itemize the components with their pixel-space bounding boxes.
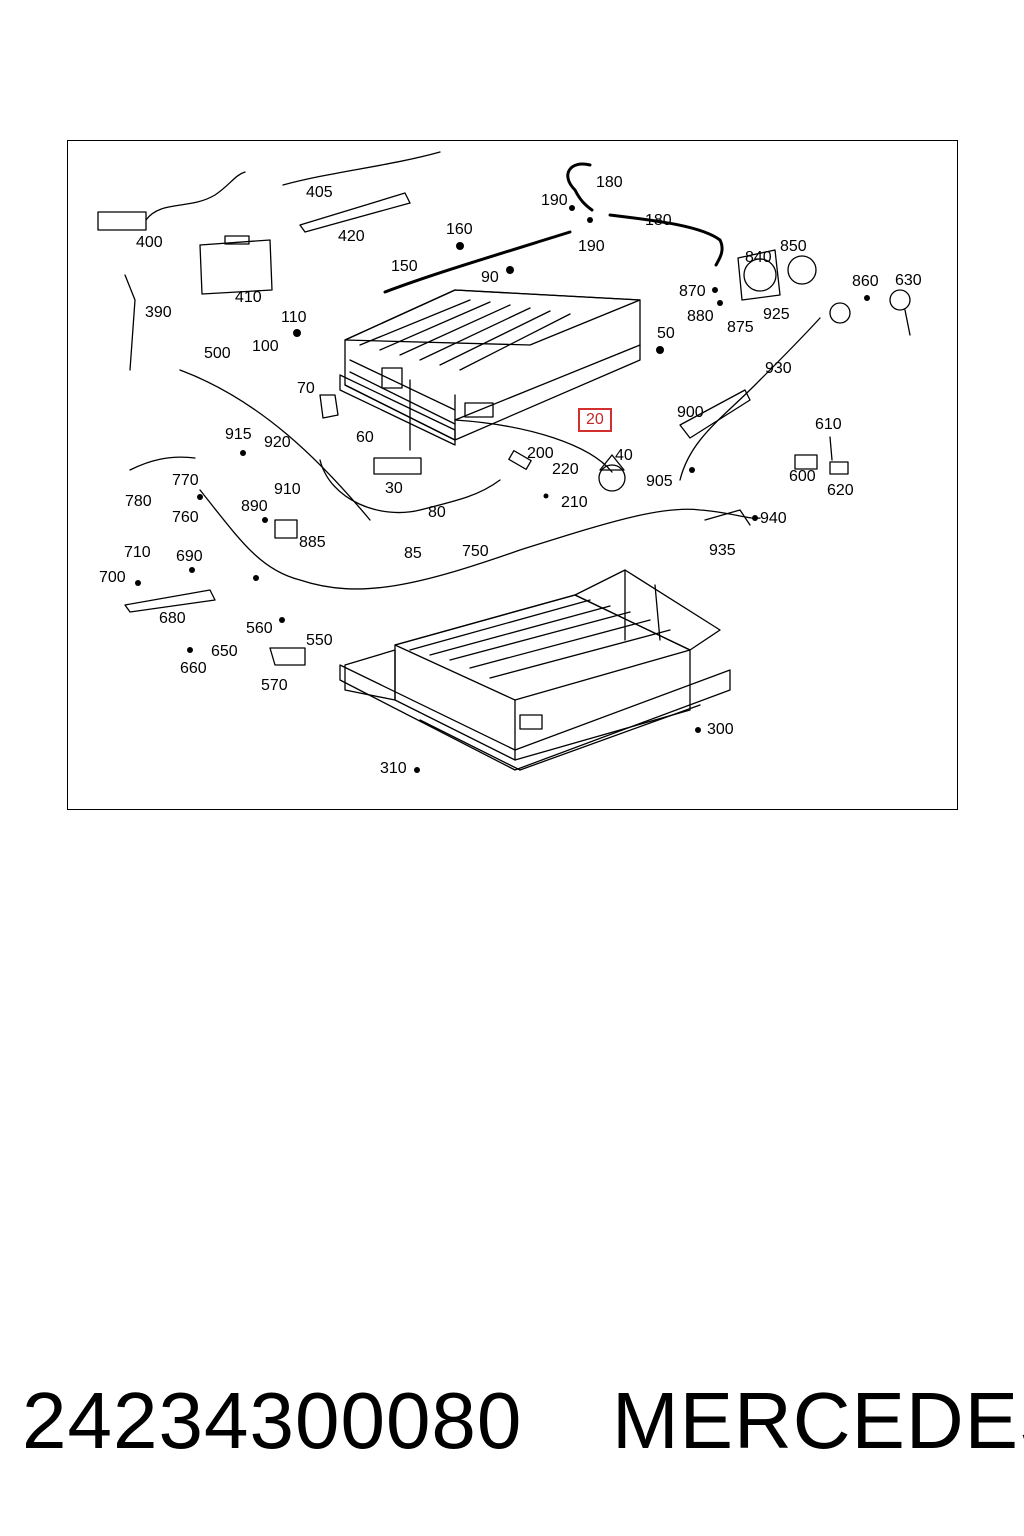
callout-660: 660 (180, 660, 207, 677)
callout-50: 50 (657, 325, 675, 342)
callout-85: 85 (404, 545, 422, 562)
callout-180a: 180 (596, 174, 623, 191)
callout-210: 210 (561, 494, 588, 511)
callout-910: 910 (274, 481, 301, 498)
callout-400: 400 (136, 234, 163, 251)
callout-160: 160 (446, 221, 473, 238)
callout-560: 560 (246, 620, 273, 637)
harness-905 (679, 317, 821, 481)
hose-150 (383, 230, 572, 294)
callout-875: 875 (727, 319, 754, 336)
callout-500: 500 (204, 345, 231, 362)
callout-90: 90 (481, 269, 499, 286)
callout-760: 760 (172, 509, 199, 526)
callout-310: 310 (380, 760, 407, 777)
callout-20-highlighted: 20 (578, 408, 612, 432)
callout-700: 700 (99, 569, 126, 586)
callout-550: 550 (306, 632, 333, 649)
callout-885: 885 (299, 534, 326, 551)
callout-390: 390 (145, 304, 172, 321)
callout-610: 610 (815, 416, 842, 433)
callout-150: 150 (391, 258, 418, 275)
callout-900: 900 (677, 404, 704, 421)
callout-925: 925 (763, 306, 790, 323)
callout-220: 220 (552, 461, 579, 478)
callout-750: 750 (462, 543, 489, 560)
callout-905: 905 (646, 473, 673, 490)
callout-410: 410 (235, 289, 262, 306)
callout-940: 940 (760, 510, 787, 527)
callout-860: 860 (852, 273, 879, 290)
callout-650: 650 (211, 643, 238, 660)
battery-pack-lower (339, 569, 731, 771)
callout-600: 600 (789, 468, 816, 485)
callout-40: 40 (615, 447, 633, 464)
callout-190b: 190 (578, 238, 605, 255)
callout-915: 915 (225, 426, 252, 443)
callout-630: 630 (895, 272, 922, 289)
part-number: 24234300080 (22, 1376, 523, 1465)
callout-190a: 190 (541, 192, 568, 209)
callout-200: 200 (527, 445, 554, 462)
callout-780: 780 (125, 493, 152, 510)
callout-890: 890 (241, 498, 268, 515)
callout-690: 690 (176, 548, 203, 565)
callout-920: 920 (264, 434, 291, 451)
callout-300: 300 (707, 721, 734, 738)
battery-pack-upper (339, 289, 641, 446)
callout-710: 710 (124, 544, 151, 561)
hose-180 (608, 213, 724, 267)
callout-420: 420 (338, 228, 365, 245)
callout-880: 880 (687, 308, 714, 325)
harness-750 (199, 489, 761, 590)
brand-name: MERCEDES (612, 1376, 1024, 1465)
cable-500 (179, 369, 371, 521)
callout-840: 840 (745, 249, 772, 266)
callout-100: 100 (252, 338, 279, 355)
callout-620: 620 (827, 482, 854, 499)
callout-405: 405 (306, 184, 333, 201)
callout-80: 80 (428, 504, 446, 521)
callout-60: 60 (356, 429, 374, 446)
callout-680: 680 (159, 610, 186, 627)
callout-70: 70 (297, 380, 315, 397)
callout-935: 935 (709, 542, 736, 559)
callout-570: 570 (261, 677, 288, 694)
callout-770: 770 (172, 472, 199, 489)
callout-180b: 180 (645, 212, 672, 229)
callout-870: 870 (679, 283, 706, 300)
callout-850: 850 (780, 238, 807, 255)
callout-110: 110 (281, 309, 307, 326)
callout-930: 930 (765, 360, 792, 377)
callout-30: 30 (385, 480, 403, 497)
